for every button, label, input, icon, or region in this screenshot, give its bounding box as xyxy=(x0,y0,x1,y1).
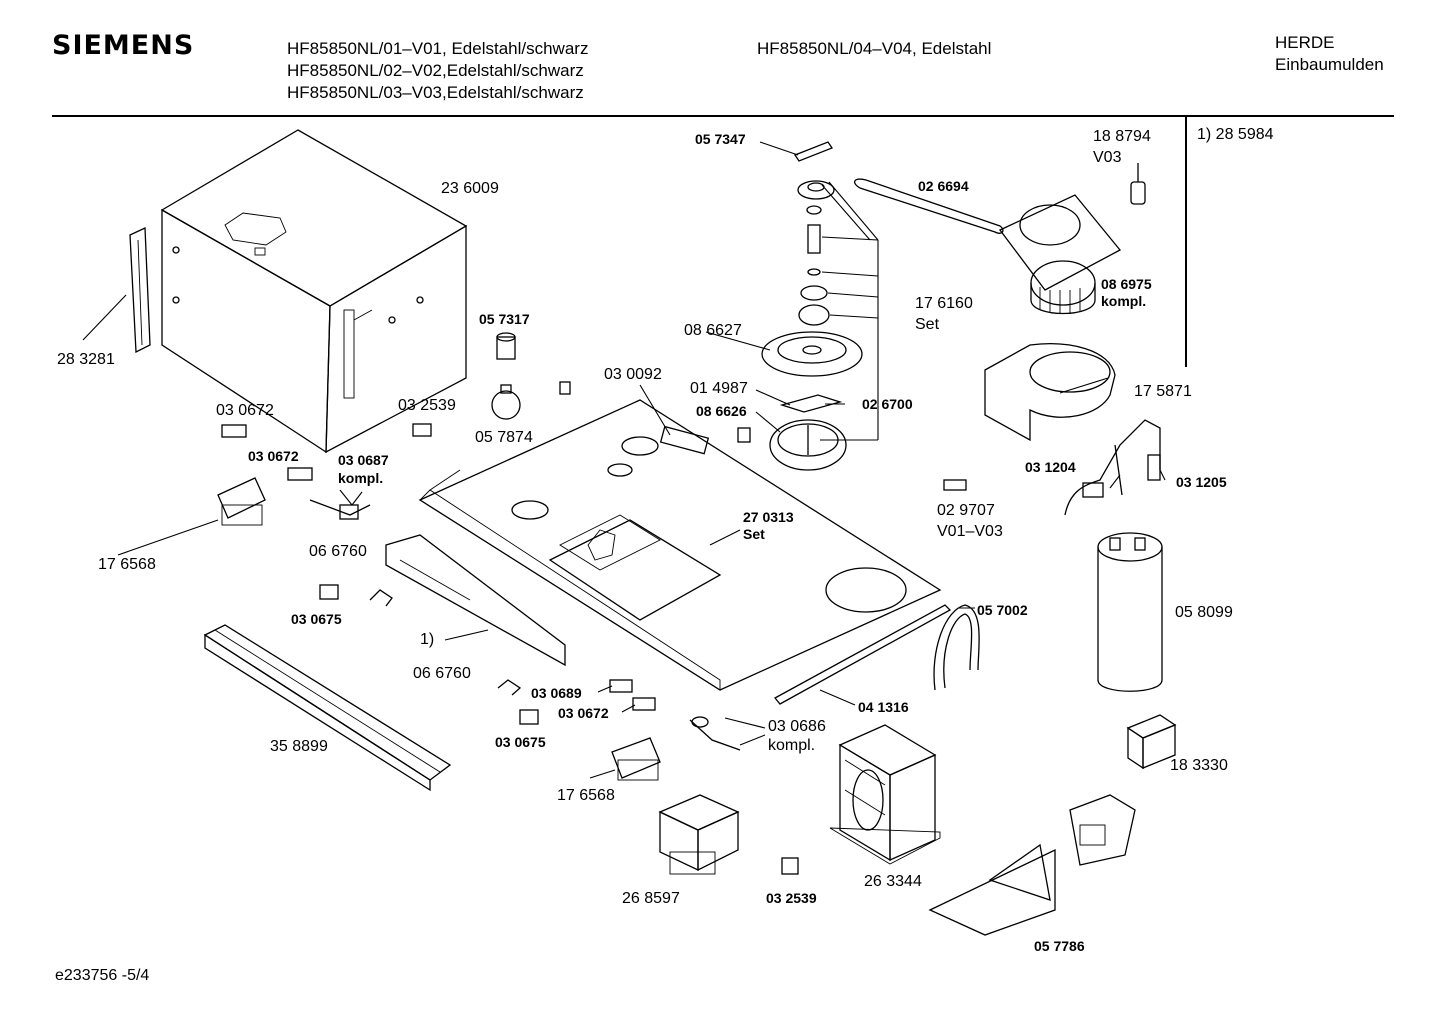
part-label: 05 8099 xyxy=(1175,604,1233,621)
part-label: 26 3344 xyxy=(864,873,922,890)
category-line: Einbaumulden xyxy=(1275,55,1384,74)
small-capacitor xyxy=(1130,163,1146,205)
part-label: 17 5871 xyxy=(1134,383,1192,400)
hook-clip xyxy=(369,589,522,696)
part-label: 01 4987 xyxy=(690,380,748,397)
part-label-footnote-ref: 1) xyxy=(420,631,435,648)
front-trim xyxy=(203,624,452,792)
part-label: 03 0672 xyxy=(216,402,274,419)
support-rod xyxy=(773,604,952,705)
part-label: 03 2539 xyxy=(398,397,456,414)
footnote-divider xyxy=(1185,117,1187,367)
model-alt: HF85850NL/04–V04, Edelstahl xyxy=(757,39,992,58)
part-label-note: kompl. xyxy=(338,470,384,486)
leader-lines xyxy=(82,141,1166,779)
part-label: 26 8597 xyxy=(622,890,680,907)
part-label: 03 1205 xyxy=(1176,474,1227,490)
part-label: 05 7347 xyxy=(695,131,746,147)
relay xyxy=(1126,714,1177,770)
part-label: 03 0675 xyxy=(291,611,342,627)
fan-assembly xyxy=(761,141,879,471)
document-id: e233756 -5/4 xyxy=(55,967,150,984)
part-label: 03 0672 xyxy=(558,705,609,721)
base-plate xyxy=(928,843,1056,936)
part-label: 04 1316 xyxy=(858,699,909,715)
footnote: 1) 28 5984 xyxy=(1197,126,1274,143)
base-tray xyxy=(418,399,942,691)
part-label: 02 6694 xyxy=(918,178,969,194)
part-label: 35 8899 xyxy=(270,738,328,755)
fan-motor xyxy=(998,194,1122,315)
part-label: 03 1204 xyxy=(1025,459,1076,475)
part-label: 03 0687 xyxy=(338,452,389,468)
thermal-fuse-wiring xyxy=(1064,419,1161,516)
vent-strip xyxy=(385,534,566,667)
part-label: 03 0689 xyxy=(531,685,582,701)
spring-assembly xyxy=(309,499,741,751)
mount-bracket xyxy=(1069,794,1136,866)
part-label: 06 6760 xyxy=(413,665,471,682)
lamp-holder xyxy=(496,332,516,360)
part-label: 18 3330 xyxy=(1170,757,1228,774)
part-label: 17 6568 xyxy=(98,556,156,573)
part-label-note: Set xyxy=(743,526,765,542)
part-label-variant: V01–V03 xyxy=(937,523,1003,540)
model-line: HF85850NL/03–V03,Edelstahl/schwarz xyxy=(287,83,584,102)
part-label: 02 9707 xyxy=(937,502,995,519)
category: HERDE Einbaumulden xyxy=(1275,32,1384,76)
part-label: 05 7874 xyxy=(475,429,533,446)
magnetron xyxy=(658,794,740,875)
category-line: HERDE xyxy=(1275,33,1335,52)
part-label: 05 7786 xyxy=(1034,938,1085,954)
part-label: 08 6975 xyxy=(1101,276,1152,292)
transformer xyxy=(829,724,941,865)
part-label: 17 6568 xyxy=(557,787,615,804)
drive-belt xyxy=(853,178,1004,234)
model-list: HF85850NL/01–V01, Edelstahl/schwarz HF85… xyxy=(287,38,588,104)
header-rule xyxy=(52,115,1394,117)
part-label: 08 6626 xyxy=(696,403,747,419)
terminal-block xyxy=(659,425,710,455)
part-label: 18 8794 xyxy=(1093,128,1151,145)
part-label-variant: V03 xyxy=(1093,149,1122,166)
part-label: 03 0672 xyxy=(248,448,299,464)
cover-housing xyxy=(160,129,468,454)
part-label: 03 0686 xyxy=(768,718,826,735)
part-label-note: Set xyxy=(915,316,940,333)
part-label: 05 7317 xyxy=(479,311,530,327)
model-line: HF85850NL/02–V02,Edelstahl/schwarz xyxy=(287,61,584,80)
part-label: 03 0092 xyxy=(604,366,662,383)
model-line: HF85850NL/01–V01, Edelstahl/schwarz xyxy=(287,39,589,58)
part-label: 05 7002 xyxy=(977,602,1028,618)
brand-logo: SIEMENS xyxy=(52,30,195,61)
part-label-note: kompl. xyxy=(1101,293,1147,309)
part-label: 27 0313 xyxy=(743,509,794,525)
part-label: 08 6627 xyxy=(684,322,742,339)
part-label: 03 2539 xyxy=(766,890,817,906)
part-label: 23 6009 xyxy=(441,180,499,197)
fan-housing xyxy=(984,343,1116,442)
side-rail xyxy=(129,226,151,354)
high-voltage-capacitor xyxy=(1097,532,1163,692)
light-bulb xyxy=(491,384,521,420)
part-label: 06 6760 xyxy=(309,543,367,560)
door-switch-assembly xyxy=(217,477,661,781)
wave-bracket xyxy=(933,604,980,691)
part-label: 17 6160 xyxy=(915,295,973,312)
part-label: 03 0675 xyxy=(495,734,546,750)
part-label-note: kompl. xyxy=(768,737,816,754)
switch-clips xyxy=(221,381,967,875)
part-label: 02 6700 xyxy=(862,396,913,412)
part-label: 28 3281 xyxy=(57,351,115,368)
